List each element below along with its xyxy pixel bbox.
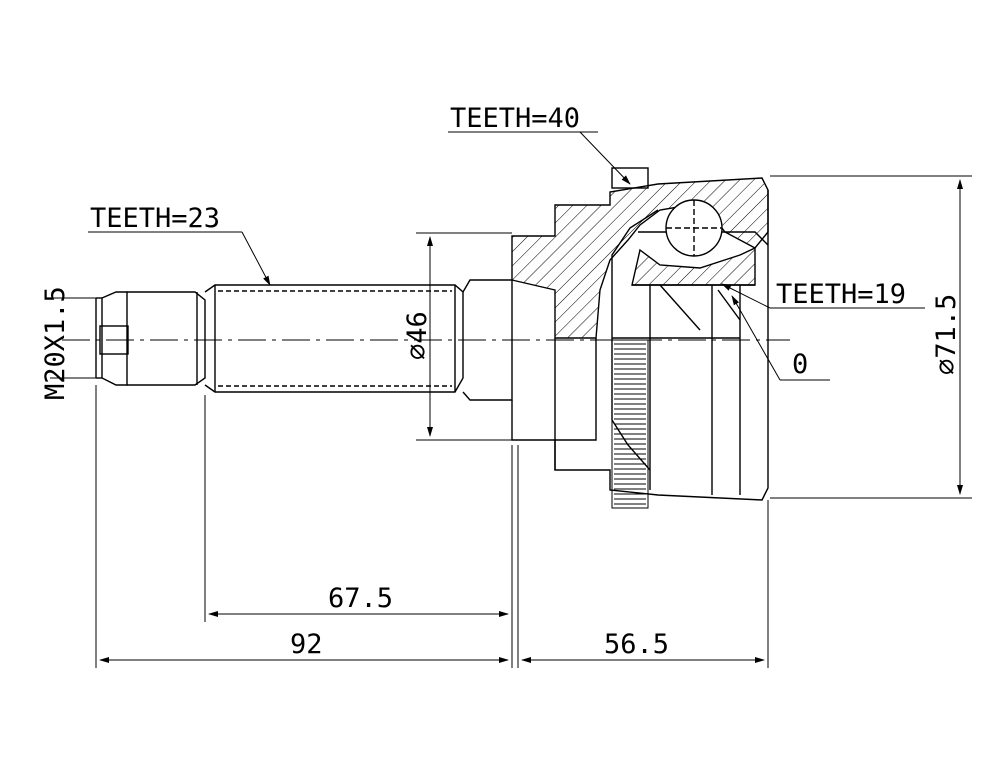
zero-label: 0 — [792, 349, 808, 380]
shaft-diameter-label: ⌀46 — [402, 311, 433, 360]
extension-lines — [95, 175, 972, 668]
dimension-lines — [50, 179, 963, 663]
splined-shaft — [204, 279, 513, 401]
dim-total-left: 92 — [290, 629, 323, 660]
thread-label: M20X1.5 — [40, 286, 71, 400]
abs-ring — [611, 339, 649, 509]
outer-housing — [511, 177, 769, 501]
dim-shaft-length: 67.5 — [328, 583, 393, 614]
outer-diameter-label: ⌀71.5 — [931, 294, 962, 375]
teeth-ring-label: TEETH=40 — [450, 103, 580, 134]
leader-lines — [88, 131, 925, 381]
teeth-spline-label: TEETH=23 — [90, 203, 220, 234]
thread-end — [95, 291, 206, 386]
dim-housing-length: 56.5 — [604, 629, 669, 660]
ring-notch — [611, 167, 649, 189]
teeth-inner-label: TEETH=19 — [776, 279, 906, 310]
